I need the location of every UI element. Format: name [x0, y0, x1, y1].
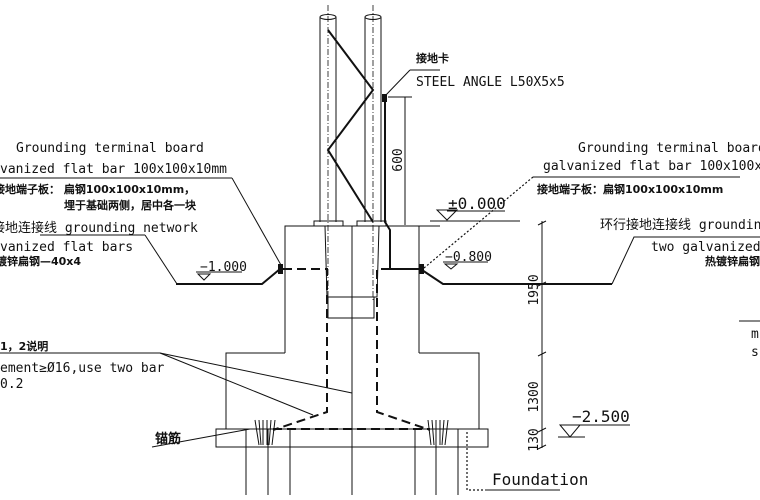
left-terminal-cn1: 接地端子板： 扁钢100x100x10mm，: [0, 182, 195, 196]
tower-columns: [313, 5, 387, 300]
ground-lines: [176, 264, 612, 285]
rebar: [272, 268, 431, 431]
dim-600: 600: [391, 148, 406, 171]
terminal-board-right: [419, 264, 424, 274]
elevation-marks: [196, 209, 630, 438]
grounding-clip-cn: 接地卡: [416, 51, 449, 65]
foundation-body: [215, 225, 489, 495]
right-terminal-cn: 接地端子板：扁钢100x100x10mm: [537, 182, 723, 196]
elevation-bottom: −2.500: [572, 407, 630, 426]
left-network-cn: 镀锌扁钢—40x4: [0, 254, 81, 268]
anchor-label: 锚筋: [155, 431, 181, 447]
right-network-cn: 热镀锌扁钢: [705, 254, 760, 268]
edge-text-a: m: [751, 327, 759, 342]
left-network-label: 接地连接线 grounding network: [0, 220, 198, 236]
dim-1950: 1950: [527, 274, 542, 305]
note-line3: 0.2: [0, 377, 23, 392]
left-terminal-cn2: 埋于基础两侧，居中各一块: [64, 198, 197, 212]
edge-text-b: s: [751, 345, 759, 360]
elevation-right: −0.800: [445, 250, 492, 265]
right-network-label: 环行接地连接线 grounding n: [600, 217, 760, 233]
note-line2: ement≥Ø16,use two bar: [0, 361, 165, 376]
right-terminal-spec: galvanized flat bar 100x100x10mm: [543, 159, 760, 174]
left-terminal-spec: vanized flat bar 100x100x10mm: [0, 162, 227, 177]
elevation-top: ±0.000: [448, 194, 506, 213]
left-terminal-title: Grounding terminal board: [16, 141, 204, 156]
left-network-spec: vanized flat bars: [0, 240, 133, 255]
leader-lines: [0, 176, 760, 491]
dim-1300: 1300: [527, 381, 542, 412]
note-line1: 1，2说明: [0, 339, 48, 353]
right-network-spec: two galvanized: [651, 240, 760, 255]
dimension-line: [537, 220, 547, 450]
steel-angle-label: STEEL ANGLE L50X5x5: [416, 75, 565, 90]
bracing: [326, 29, 375, 223]
piles: [245, 419, 459, 495]
terminal-board-left: [278, 264, 283, 274]
grounding-strip: [382, 69, 440, 270]
foundation-label: Foundation: [492, 470, 588, 489]
dim-130: 130: [527, 428, 542, 451]
elevation-left: −1.000: [200, 260, 247, 275]
right-terminal-title: Grounding terminal board: [578, 141, 760, 156]
